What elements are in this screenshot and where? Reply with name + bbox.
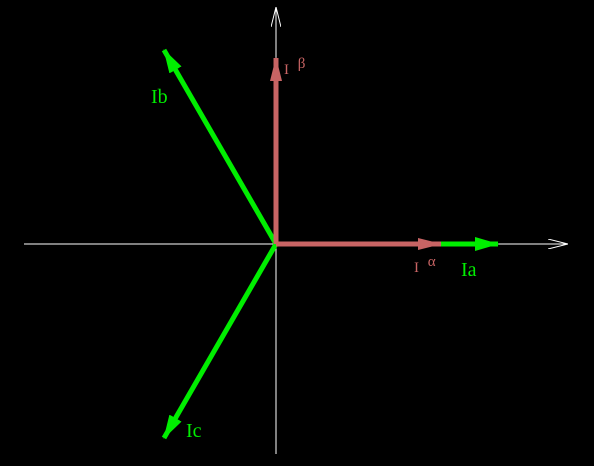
ic-label: Ic bbox=[186, 420, 202, 442]
ia-label: Ia bbox=[461, 259, 477, 281]
i-beta-label-main: I bbox=[284, 62, 289, 78]
ic-vector bbox=[161, 242, 279, 440]
i-alpha-label-subscript: α bbox=[428, 254, 436, 270]
i-beta-label: I β bbox=[284, 56, 305, 78]
ib-vector bbox=[161, 48, 279, 246]
i-alpha-label-main: I bbox=[414, 260, 419, 276]
i-beta-label-subscript: β bbox=[298, 56, 306, 72]
i-alpha-label: I α bbox=[414, 254, 436, 276]
ib-label: Ib bbox=[151, 86, 168, 108]
